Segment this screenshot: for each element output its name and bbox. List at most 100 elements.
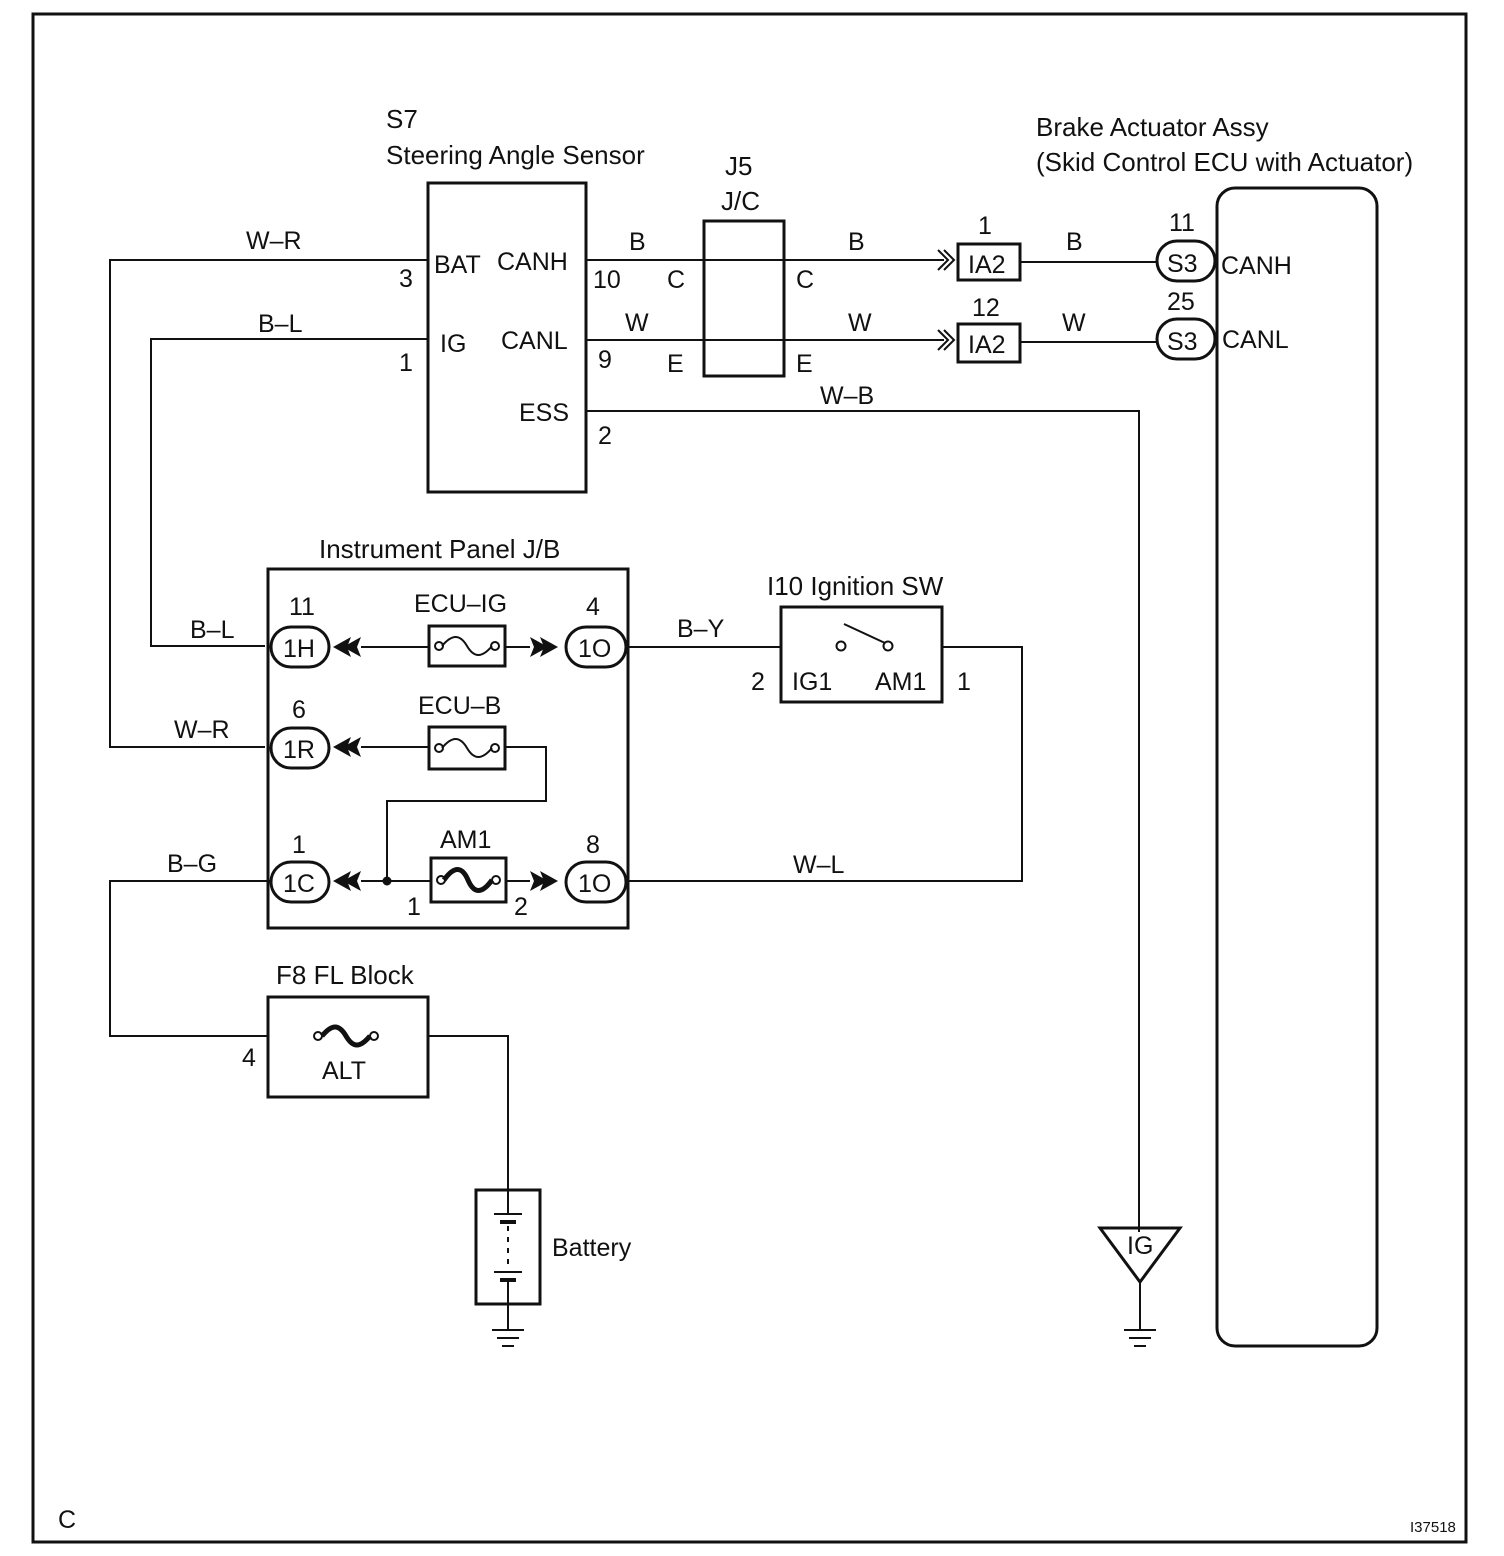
s7-pin-ig: 1 xyxy=(399,349,413,377)
brake-actuator-name: Brake Actuator Assy xyxy=(1036,112,1269,142)
fusible-link-icon xyxy=(320,1024,372,1048)
fl-block-name: F8 FL Block xyxy=(276,960,415,990)
s3-pin-top: 11 xyxy=(1169,209,1195,237)
jb-pin-1h: 11 xyxy=(289,593,315,621)
ground-icon xyxy=(492,1329,524,1347)
wire-w-l: W–L xyxy=(793,851,845,879)
am1-pin-in: 1 xyxy=(407,893,421,921)
connector-1c-label: 1C xyxy=(283,870,315,898)
ignition-switch-box xyxy=(779,605,944,704)
j5-id: J5 xyxy=(725,151,752,181)
wire-w-r-top: W–R xyxy=(246,227,302,255)
j5-e-right: E xyxy=(796,350,813,378)
steering-angle-sensor-box xyxy=(426,181,588,494)
connector-arrow-icon xyxy=(530,637,548,657)
s7-pin-ess: 2 xyxy=(598,422,612,450)
fl-block-alt-label: ALT xyxy=(322,1057,366,1085)
wire-b-y: B–Y xyxy=(677,615,725,643)
jb-pin-1o-bottom: 8 xyxy=(586,831,600,859)
ia2-pin-top: 1 xyxy=(978,212,992,240)
connector-arrow-icon xyxy=(333,871,351,891)
s3-label-bottom: S3 xyxy=(1167,328,1198,356)
fuse-terminal-icon xyxy=(436,875,446,885)
connector-1o-bottom-label: 1O xyxy=(578,870,611,898)
b-l-wire xyxy=(150,338,428,647)
ia2-label-bottom: IA2 xyxy=(968,331,1006,359)
ignition-am1-label: AM1 xyxy=(875,668,926,696)
wire-w-3: W xyxy=(1062,309,1086,337)
wire-b-3: B xyxy=(1066,228,1083,256)
am1-pin-out: 2 xyxy=(514,893,528,921)
connector-arrow-icon xyxy=(333,637,351,657)
fl-block-box xyxy=(266,995,430,1099)
jb-pin-1c: 1 xyxy=(292,831,306,859)
switch-contact-icon xyxy=(882,640,894,652)
wire-b-2: B xyxy=(848,228,865,256)
ignition-pin-right: 1 xyxy=(957,668,971,696)
switch-blade-icon xyxy=(843,623,886,644)
w-r-wire xyxy=(109,259,428,748)
brake-actuator-canh: CANH xyxy=(1221,252,1292,280)
fuse-ecu-b-label: ECU–B xyxy=(418,692,501,720)
s3-label-top: S3 xyxy=(1167,250,1198,278)
b-g-wire xyxy=(109,880,271,1037)
w-l-wire xyxy=(626,646,1023,882)
connector-arrow-icon xyxy=(540,637,558,657)
connector-arrow-icon xyxy=(343,737,361,757)
brake-actuator-subtitle: (Skid Control ECU with Actuator) xyxy=(1036,147,1413,177)
s7-canl-label: CANL xyxy=(501,327,568,355)
s7-canh-label: CANH xyxy=(497,248,568,276)
s7-bat-label: BAT xyxy=(434,251,481,279)
wire-b-g: B–G xyxy=(167,850,217,878)
j5-name: J/C xyxy=(721,186,760,216)
wire-w-r-bottom: W–R xyxy=(174,716,230,744)
j5-e-left: E xyxy=(667,350,684,378)
fusible-link-icon xyxy=(441,867,495,893)
ig-ground-triangle xyxy=(1097,1226,1183,1285)
diagram-frame xyxy=(31,12,1468,1544)
ess-wire xyxy=(586,410,1140,1232)
canl-connector-chevron-icon xyxy=(937,329,956,351)
connector-arrow-icon xyxy=(343,637,361,657)
fuse-am1-label: AM1 xyxy=(440,826,491,854)
s3-connector-top xyxy=(1155,239,1217,283)
connector-arrow-icon xyxy=(540,871,558,891)
battery-positive-wire xyxy=(428,1035,509,1190)
diagram-code: I37518 xyxy=(1410,1519,1456,1536)
wire-b-l-bottom: B–L xyxy=(190,616,235,644)
wire-w-b: W–B xyxy=(820,382,874,410)
wire-w-2: W xyxy=(848,309,872,337)
fl-block-pin: 4 xyxy=(242,1044,256,1072)
fuse-terminal-icon xyxy=(369,1031,379,1041)
fuse-ecu-ig-label: ECU–IG xyxy=(414,590,507,618)
s7-name: Steering Angle Sensor xyxy=(386,140,645,170)
connector-1o-top-label: 1O xyxy=(578,635,611,663)
brake-actuator-canl: CANL xyxy=(1222,326,1289,354)
fuse-terminal-icon xyxy=(434,641,444,651)
ignition-ig1-label: IG1 xyxy=(792,668,832,696)
connector-1h xyxy=(269,625,331,669)
jb-wire-ecu-b-feed xyxy=(386,746,547,881)
jb-pin-1r: 6 xyxy=(292,696,306,724)
fuse-terminal-icon xyxy=(490,743,500,753)
ia2-label-top: IA2 xyxy=(968,251,1006,279)
connector-1h-label: 1H xyxy=(283,635,315,663)
ig-ground-label: IG xyxy=(1127,1232,1153,1260)
ia2-pin-bottom: 12 xyxy=(972,294,1000,322)
wire-w-1: W xyxy=(625,309,649,337)
jb-name: Instrument Panel J/B xyxy=(319,534,560,564)
ignition-pin-left: 2 xyxy=(751,668,765,696)
connector-arrow-icon xyxy=(343,871,361,891)
connector-1r-label: 1R xyxy=(283,736,315,764)
fuse-terminal-icon xyxy=(313,1031,323,1041)
s7-pin-canl: 9 xyxy=(598,346,612,374)
switch-contact-icon xyxy=(835,640,847,652)
jb-pin-1o-top: 4 xyxy=(586,593,600,621)
s7-pin-bat: 3 xyxy=(399,265,413,293)
ground-icon xyxy=(1124,1329,1156,1347)
connector-arrow-icon xyxy=(530,871,548,891)
corner-label: C xyxy=(58,1506,76,1534)
junction-connector-box xyxy=(702,219,786,378)
s7-pin-canh: 10 xyxy=(593,266,621,294)
